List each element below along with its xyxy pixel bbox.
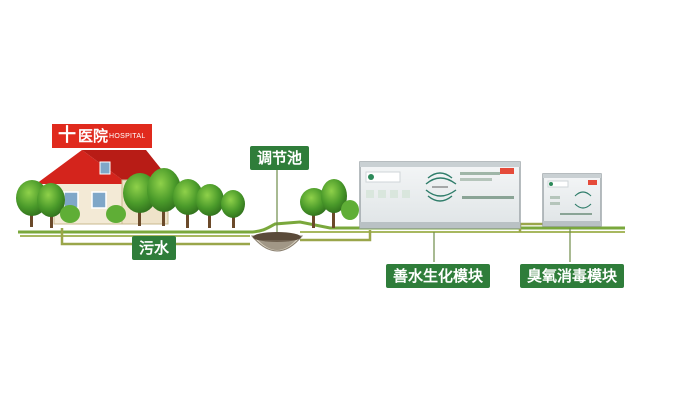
tree-icon-right — [300, 179, 359, 228]
sewage-label: 污水 — [132, 236, 177, 260]
regulating-tank-icon — [250, 232, 304, 252]
ozone-module-icon — [542, 173, 602, 227]
hospital-name: 医院 — [78, 127, 109, 145]
tree-icon — [16, 168, 245, 228]
leader-lines — [276, 170, 571, 262]
hospital-name-en: HOSPITAL — [109, 132, 146, 140]
tank-label: 调节池 — [250, 146, 310, 170]
hospital-cross-icon: 十 — [58, 125, 76, 146]
ozone-module-label: 臭氧消毒模块 — [520, 264, 625, 288]
bio-module-icon — [359, 161, 521, 229]
hospital-sign: 十 医院 HOSPITAL — [52, 124, 152, 148]
bio-module-label: 善水生化模块 — [386, 264, 491, 288]
